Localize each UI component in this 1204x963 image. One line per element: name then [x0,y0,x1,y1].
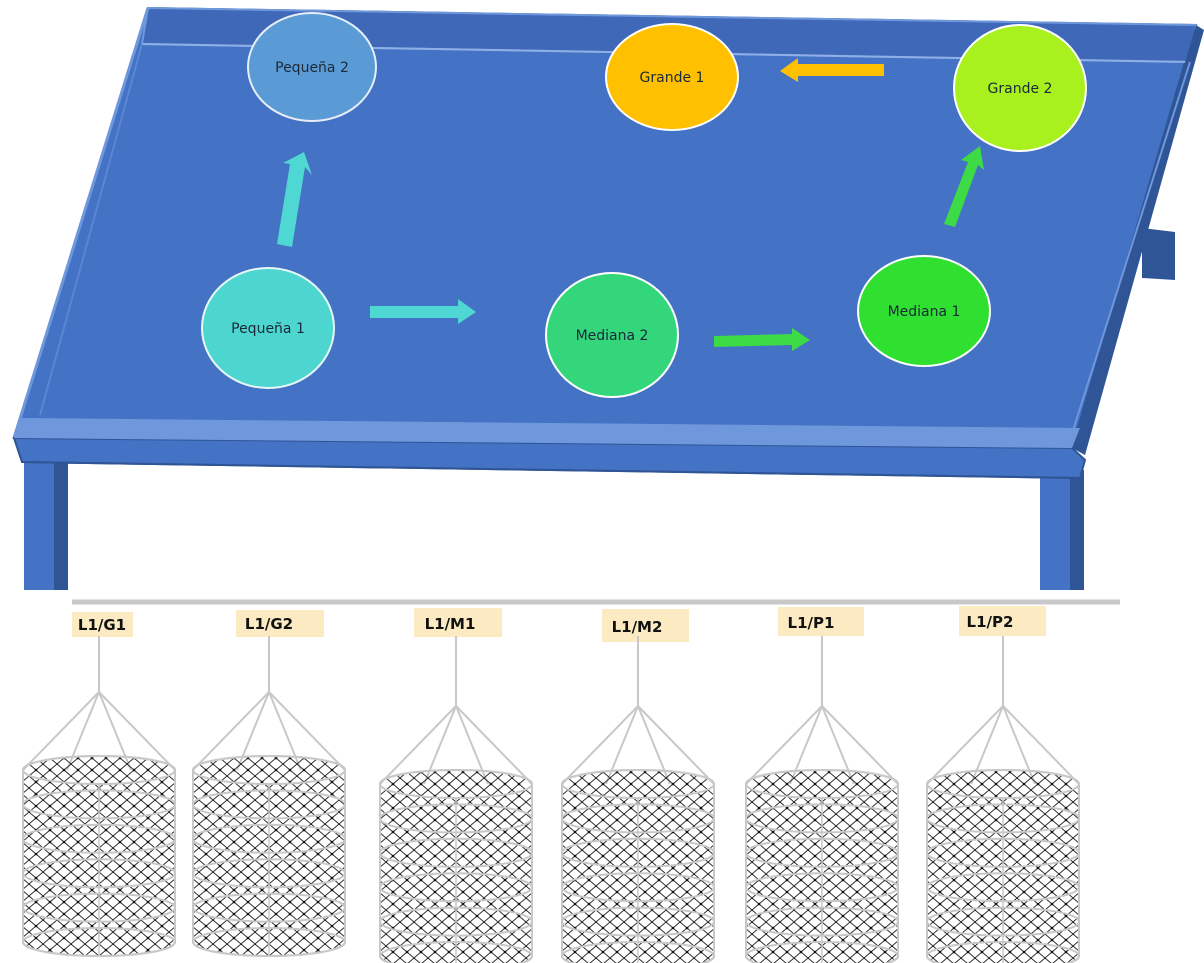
basket-tag-label: L1/M1 [425,615,476,633]
basket-m2: L1/M2 [561,609,715,963]
bridle-line [821,705,899,785]
table-leg-back [1142,228,1175,280]
arrow-m2-to-m1 [714,328,810,351]
bridle-line [561,705,639,785]
node-label: Mediana 1 [888,304,961,320]
basket-g1: L1/G1 [22,612,176,957]
bridle-line [268,691,346,771]
net-basket [192,636,346,957]
node-pequena-1: Pequeña 1 [201,267,335,389]
node-grande-2: Grande 2 [953,24,1087,152]
net-basket [561,636,715,963]
stage-nodes: Pequeña 2 Grande 1 Grande 2 Pequeña 1 Me… [201,12,1087,398]
node-grande-1: Grande 1 [605,23,739,131]
basket-tag [72,612,133,637]
basket-tag [236,610,324,637]
node-label: Grande 2 [988,81,1053,97]
basket-m1: L1/M1 [379,608,533,963]
basket-tag-label: L1/G1 [78,616,126,634]
flow-arrows [277,58,984,351]
bridle-line [1002,705,1080,785]
table-leg-left-face [24,455,54,590]
node-label: Mediana 2 [576,328,649,344]
basket-tag [602,609,689,642]
node-label: Pequeña 1 [231,321,305,337]
basket-tag [959,606,1046,636]
basket-tag [414,608,502,637]
table-leg-right-face [1040,470,1070,590]
bridle-line [379,705,457,785]
basket-tag-label: L1/M2 [612,618,663,636]
node-mediana-2: Mediana 2 [545,272,679,398]
arrow-p1-to-m2 [370,299,476,324]
basket-tag-label: L1/P1 [788,614,835,632]
basket-tag-label: L1/P2 [967,613,1014,631]
net-basket [379,636,533,963]
basket-tag [778,607,864,636]
table-rim-right [1072,25,1204,455]
basket-p2: L1/P2 [926,606,1080,963]
basket-row: L1/G1 L1/G2 L1/M1 L1/M2 L1/P1 L1/P2 [22,606,1080,963]
bridle-line [926,705,1004,785]
table-front-edge [12,436,1087,480]
bridle-line [22,691,100,771]
basket-tag-label: L1/G2 [245,615,293,633]
node-mediana-1: Mediana 1 [857,255,991,367]
node-pequena-2: Pequeña 2 [247,12,377,122]
node-label: Pequeña 2 [275,60,349,76]
net-basket [926,636,1080,963]
bridle-line [98,691,176,771]
basket-g2: L1/G2 [192,610,346,957]
bridle-line [455,705,533,785]
node-label: Grande 1 [640,70,705,86]
basket-p1: L1/P1 [745,607,899,963]
bridle-line [745,705,823,785]
arrow-g2-to-g1 [780,58,884,82]
net-basket [745,636,899,963]
arrow-p1-to-p2 [277,152,312,247]
bridle-line [192,691,270,771]
arrow-m1-to-g2 [944,146,984,227]
net-basket [22,636,176,957]
bridle-line [637,705,715,785]
